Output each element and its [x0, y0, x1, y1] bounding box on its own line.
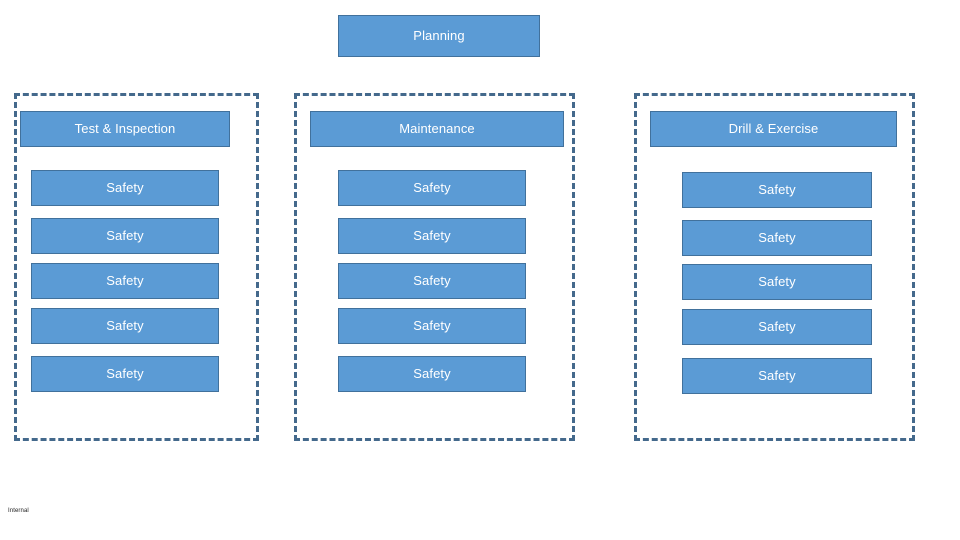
item-box-drill-exercise-4[interactable]: Safety [682, 309, 872, 345]
item-box-test-inspection-5[interactable]: Safety [31, 356, 219, 392]
footer-classification-label: Internal [8, 508, 29, 514]
item-box-maintenance-3[interactable]: Safety [338, 263, 526, 299]
item-box-maintenance-4[interactable]: Safety [338, 308, 526, 344]
header-box-drill-exercise[interactable]: Drill & Exercise [650, 111, 897, 147]
item-box-drill-exercise-1[interactable]: Safety [682, 172, 872, 208]
item-box-test-inspection-3[interactable]: Safety [31, 263, 219, 299]
item-box-maintenance-2[interactable]: Safety [338, 218, 526, 254]
group-container-test-inspection [14, 93, 259, 441]
item-box-test-inspection-1[interactable]: Safety [31, 170, 219, 206]
item-box-maintenance-1[interactable]: Safety [338, 170, 526, 206]
group-container-maintenance [294, 93, 575, 441]
group-container-drill-exercise [634, 93, 915, 441]
item-box-drill-exercise-2[interactable]: Safety [682, 220, 872, 256]
item-box-drill-exercise-5[interactable]: Safety [682, 358, 872, 394]
item-box-drill-exercise-3[interactable]: Safety [682, 264, 872, 300]
item-box-maintenance-5[interactable]: Safety [338, 356, 526, 392]
header-box-test-inspection[interactable]: Test & Inspection [20, 111, 230, 147]
item-box-test-inspection-4[interactable]: Safety [31, 308, 219, 344]
item-box-test-inspection-2[interactable]: Safety [31, 218, 219, 254]
planning-box[interactable]: Planning [338, 15, 540, 57]
header-box-maintenance[interactable]: Maintenance [310, 111, 564, 147]
